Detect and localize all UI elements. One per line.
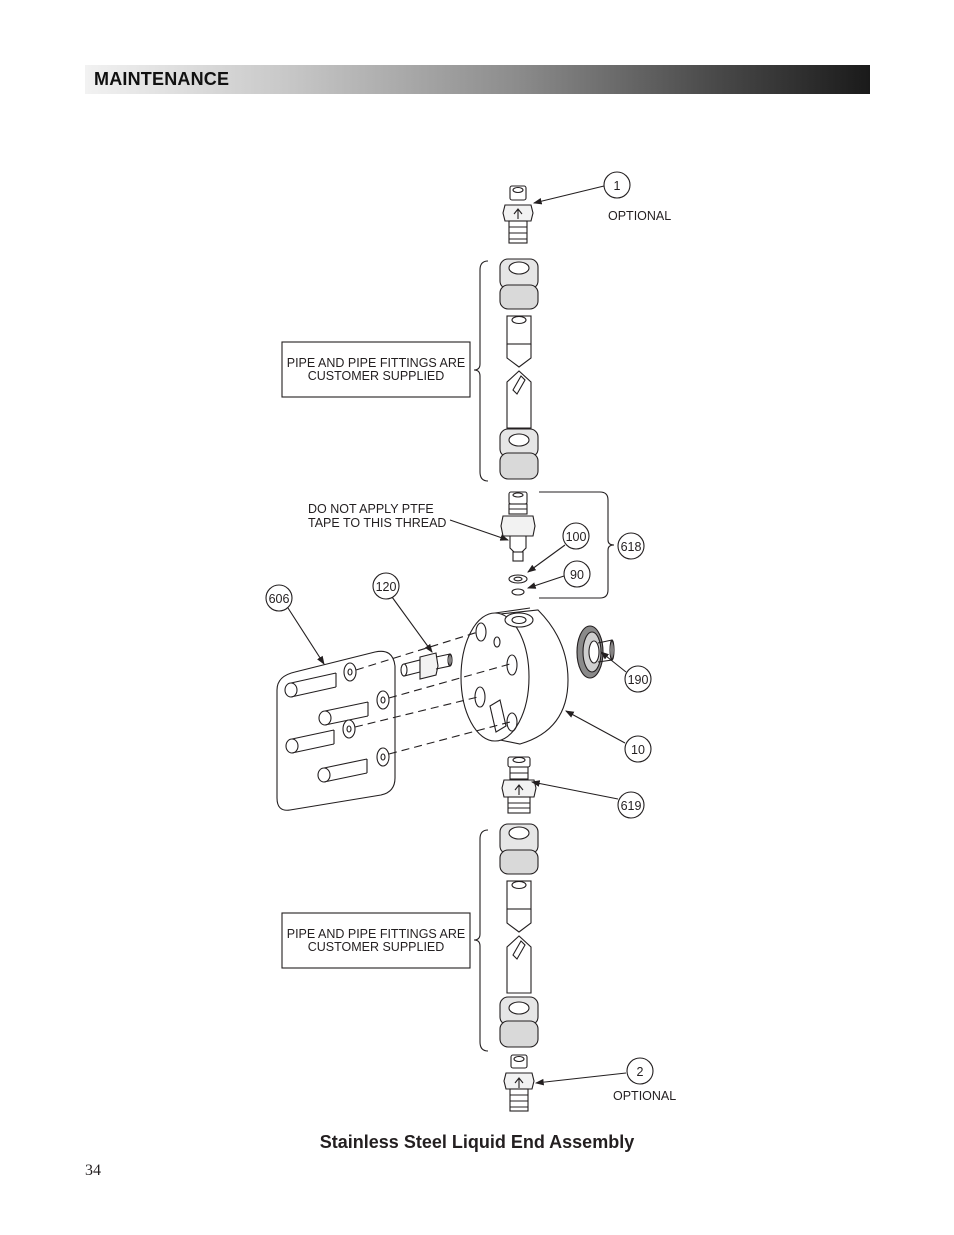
callout-1: 1 xyxy=(614,179,621,193)
top-pipe-bracket xyxy=(473,260,489,482)
callout-100: 100 xyxy=(566,530,587,544)
pipe-note-box-bottom xyxy=(281,912,471,969)
suction-check-valve xyxy=(501,756,537,814)
page-number: 34 xyxy=(85,1162,101,1179)
callout-120: 120 xyxy=(376,580,397,594)
top-optional-fitting xyxy=(502,185,534,244)
discharge-check-valve xyxy=(500,491,536,596)
callout-619: 619 xyxy=(621,799,642,813)
callout-circles xyxy=(265,171,654,1085)
liquid-end-head xyxy=(460,607,569,745)
section-title: MAINTENANCE xyxy=(94,69,230,89)
pipe-note-bottom-line2: CUSTOMER SUPPLIED xyxy=(308,940,445,954)
callout-606: 606 xyxy=(269,592,290,606)
bottom-pipe-fittings xyxy=(499,823,539,1048)
pipe-note-bottom-line1: PIPE AND PIPE FITTINGS ARE xyxy=(287,927,466,941)
optional-note-bottom: OPTIONAL xyxy=(613,1089,676,1103)
ptfe-note-line1: DO NOT APPLY PTFE xyxy=(308,502,434,516)
ptfe-note-line2: TAPE TO THIS THREAD xyxy=(308,516,446,530)
bleed-valve xyxy=(400,652,453,680)
callout-numbers: 1 100 618 90 120 606 190 10 619 2 xyxy=(269,179,649,1079)
section-header-bar: MAINTENANCE xyxy=(85,65,870,94)
figure-caption: Stainless Steel Liquid End Assembly xyxy=(319,1132,635,1152)
callout-2: 2 xyxy=(637,1065,644,1079)
callout-618: 618 xyxy=(621,540,642,554)
callout-10: 10 xyxy=(631,743,645,757)
callout-90: 90 xyxy=(570,568,584,582)
pipe-note-box-top xyxy=(281,341,471,398)
screws xyxy=(284,662,390,783)
screw-group-outline xyxy=(276,650,396,811)
check-valve-bracket xyxy=(539,491,615,599)
optional-note-top: OPTIONAL xyxy=(608,209,671,223)
alignment-lines xyxy=(354,631,511,755)
pipe-note-top-line1: PIPE AND PIPE FITTINGS ARE xyxy=(287,356,466,370)
top-pipe-fittings xyxy=(499,258,539,480)
callout-190: 190 xyxy=(628,673,649,687)
diaphragm xyxy=(576,625,615,679)
bottom-pipe-bracket xyxy=(473,829,489,1052)
bottom-optional-fitting xyxy=(503,1054,535,1112)
leader-lines xyxy=(287,185,627,1086)
pipe-note-top-line2: CUSTOMER SUPPLIED xyxy=(308,369,445,383)
